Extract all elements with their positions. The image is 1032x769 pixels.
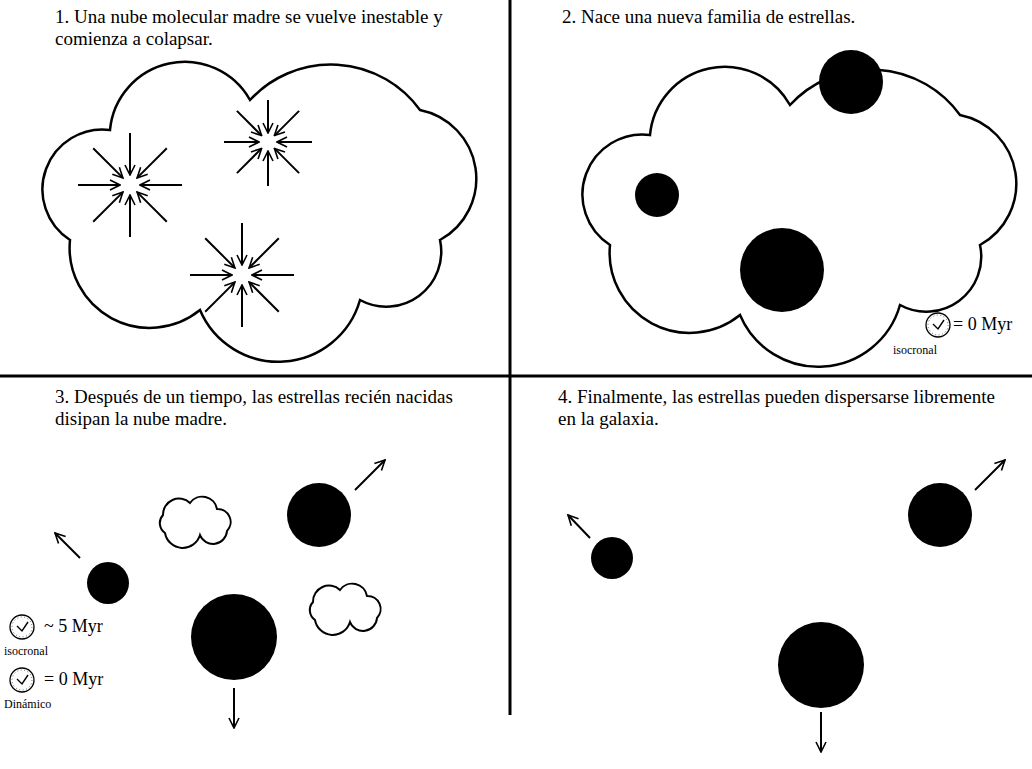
star xyxy=(819,50,883,114)
collapse-arrows xyxy=(78,100,312,327)
cloud-remnant xyxy=(160,497,231,548)
cloud-remnant xyxy=(310,584,381,635)
panel-caption: 4. Finalmente, las estrellas pueden disp… xyxy=(558,386,1003,431)
divider xyxy=(509,0,512,715)
molecular-cloud xyxy=(582,67,1016,367)
clock-icon xyxy=(10,668,34,692)
star xyxy=(778,622,864,708)
panel-caption: 3. Después de un tiempo, las estrellas r… xyxy=(55,386,505,431)
star xyxy=(287,483,351,547)
star xyxy=(87,562,129,604)
motion-arrows xyxy=(55,460,385,728)
clock-icon xyxy=(10,615,34,639)
clock-label: isocronal xyxy=(4,644,84,658)
divider xyxy=(0,375,1032,378)
motion-arrows xyxy=(568,460,1005,752)
star xyxy=(591,537,633,579)
clock-label: Dinámico xyxy=(4,697,84,711)
clock-icon xyxy=(926,313,950,337)
star xyxy=(191,594,277,680)
panel-caption: 2. Nace una nueva familia de estrellas. xyxy=(562,6,1002,28)
star xyxy=(740,228,824,312)
star xyxy=(908,483,972,547)
time-value: = 0 Myr xyxy=(953,314,1028,335)
molecular-cloud xyxy=(42,62,476,362)
time-value: ~ 5 Myr xyxy=(44,616,134,637)
clock-label: isocronal xyxy=(893,343,973,357)
time-value: = 0 Myr xyxy=(44,669,134,690)
panel-caption: 1. Una nube molecular madre se vuelve in… xyxy=(55,6,485,51)
star xyxy=(635,173,679,217)
